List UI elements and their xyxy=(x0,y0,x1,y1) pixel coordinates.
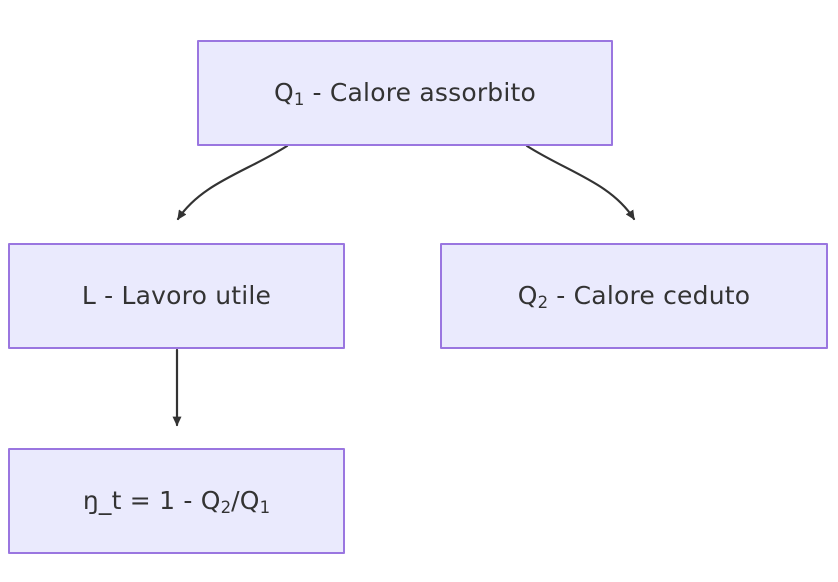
node-eta-label: ŋ_t = 1 - Q2/Q1 xyxy=(82,486,271,517)
node-eta-rendimento-termico[interactable]: ŋ_t = 1 - Q2/Q1 xyxy=(8,448,345,554)
node-eta-label-base: ŋ_t = 1 - Q xyxy=(82,486,221,515)
node-eta-label-subscript-2: 2 xyxy=(220,497,232,517)
node-q1-label: Q1 - Calore assorbito xyxy=(273,78,537,109)
edge-q1-to-q2 xyxy=(525,144,636,221)
node-q1-label-subscript: 1 xyxy=(293,89,305,109)
node-lavoro-utile[interactable]: L - Lavoro utile xyxy=(8,243,345,349)
node-eta-label-subscript-1: 1 xyxy=(259,497,271,517)
node-q2-label-base: Q xyxy=(517,281,538,310)
node-q1-label-base: Q xyxy=(273,78,294,107)
node-q1-calore-assorbito[interactable]: Q1 - Calore assorbito xyxy=(197,40,613,146)
node-eta-label-rest: /Q xyxy=(231,486,260,515)
node-lavoro-label: L - Lavoro utile xyxy=(82,281,271,311)
node-q2-label-subscript: 2 xyxy=(537,292,549,312)
node-lavoro-label-base: L - Lavoro utile xyxy=(81,281,272,310)
edge-q1-to-lavoro xyxy=(176,144,289,221)
node-q2-label-rest: - Calore ceduto xyxy=(548,281,751,310)
node-q2-calore-ceduto[interactable]: Q2 - Calore ceduto xyxy=(440,243,828,349)
node-q2-label: Q2 - Calore ceduto xyxy=(517,281,751,312)
node-q1-label-rest: - Calore assorbito xyxy=(304,78,537,107)
